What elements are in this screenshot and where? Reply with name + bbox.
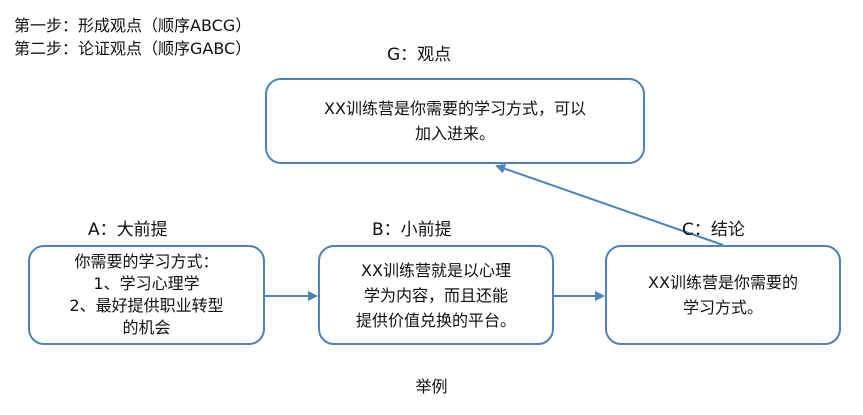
diagram-caption: 举例 <box>415 377 448 396</box>
node-c-line: XX训练营是你需要的 <box>648 273 798 292</box>
node-a-label: A：大前提 <box>88 220 168 240</box>
node-g-label: G：观点 <box>387 45 452 65</box>
node-a-line: 你需要的学习方式： <box>74 252 219 271</box>
node-c-box: XX训练营是你需要的 学习方式。 <box>605 245 841 345</box>
step-two: 第二步：论证观点（顺序GABC） <box>14 39 252 58</box>
node-b-box: XX训练营就是以心理 学为内容，而且还能 提供价值兑换的平台。 <box>318 245 554 345</box>
node-a-line: 的机会 <box>122 318 171 337</box>
node-c-line: 学习方式。 <box>682 298 763 317</box>
node-b-line: 学为内容，而且还能 <box>363 285 508 305</box>
node-b-label: B：小前提 <box>372 220 452 240</box>
node-a-line: 2、最好提供职业转型 <box>69 296 224 315</box>
node-c-label: C：结论 <box>682 220 745 240</box>
node-b-line: 提供价值兑换的平台。 <box>355 310 516 330</box>
node-a-line: 1、学习心理学 <box>93 274 200 293</box>
node-g-line: XX训练营是你需要的学习方式，可以 <box>324 99 586 118</box>
node-g-line: 加入进来。 <box>414 124 495 143</box>
node-g-box: XX训练营是你需要的学习方式，可以 加入进来。 <box>265 78 645 164</box>
node-a-box: 你需要的学习方式： 1、学习心理学 2、最好提供职业转型 的机会 <box>28 245 265 345</box>
step-one: 第一步：形成观点（顺序ABCG） <box>14 16 252 35</box>
arrow-c-to-g <box>495 163 724 246</box>
node-b-line: XX训练营就是以心理 <box>361 260 511 280</box>
steps-text: 第一步：形成观点（顺序ABCG） 第二步：论证观点（顺序GABC） <box>14 14 251 60</box>
